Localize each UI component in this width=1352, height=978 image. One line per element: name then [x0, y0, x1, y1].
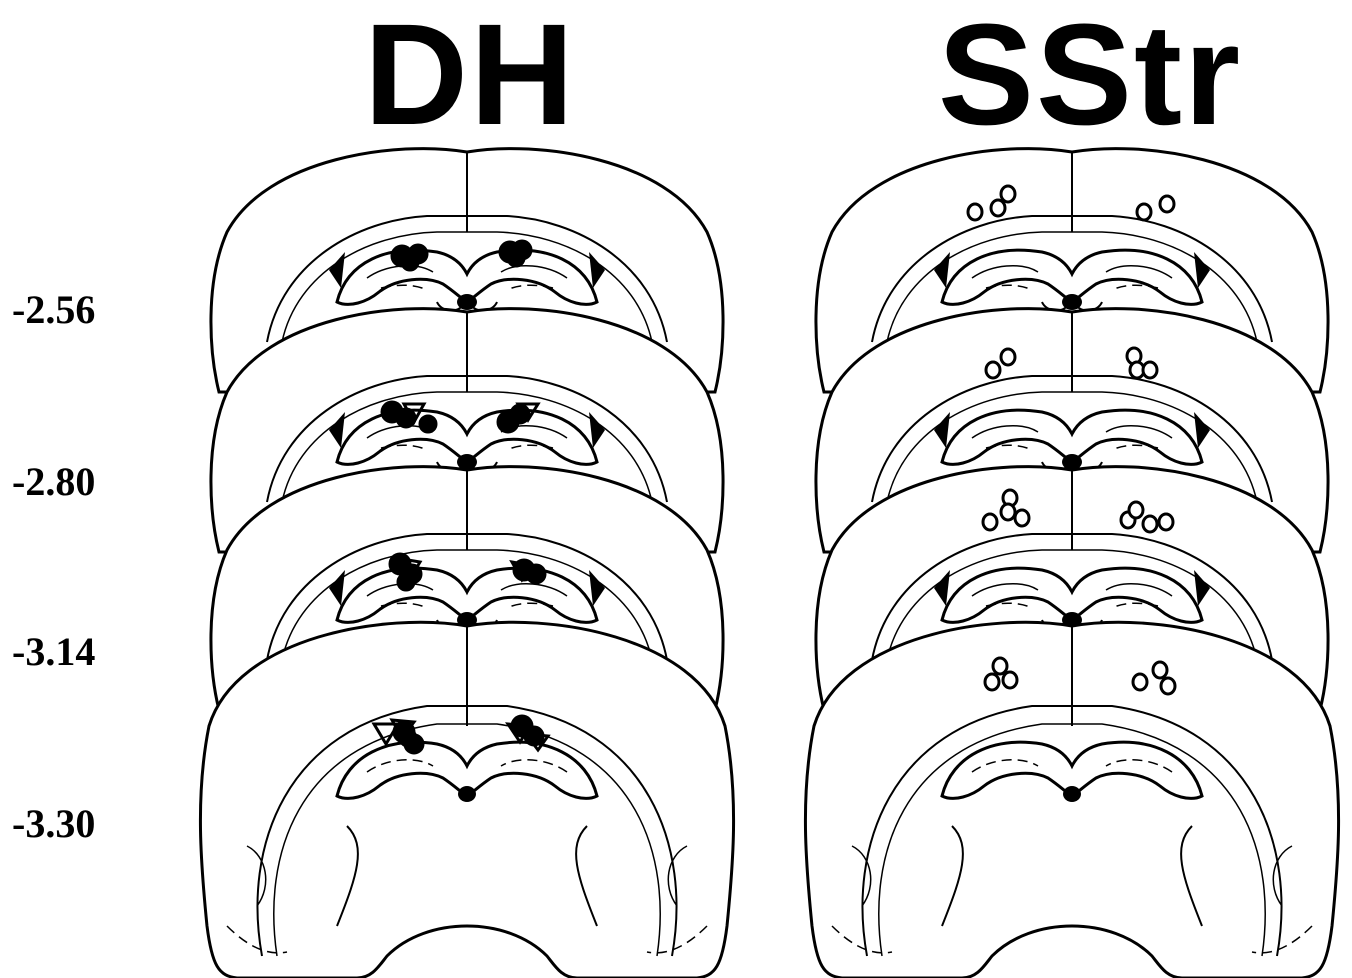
sstr-sections	[805, 149, 1338, 978]
sstr-section-4	[805, 622, 1338, 978]
dh-section-4	[200, 622, 733, 978]
dh-sections	[200, 149, 733, 978]
